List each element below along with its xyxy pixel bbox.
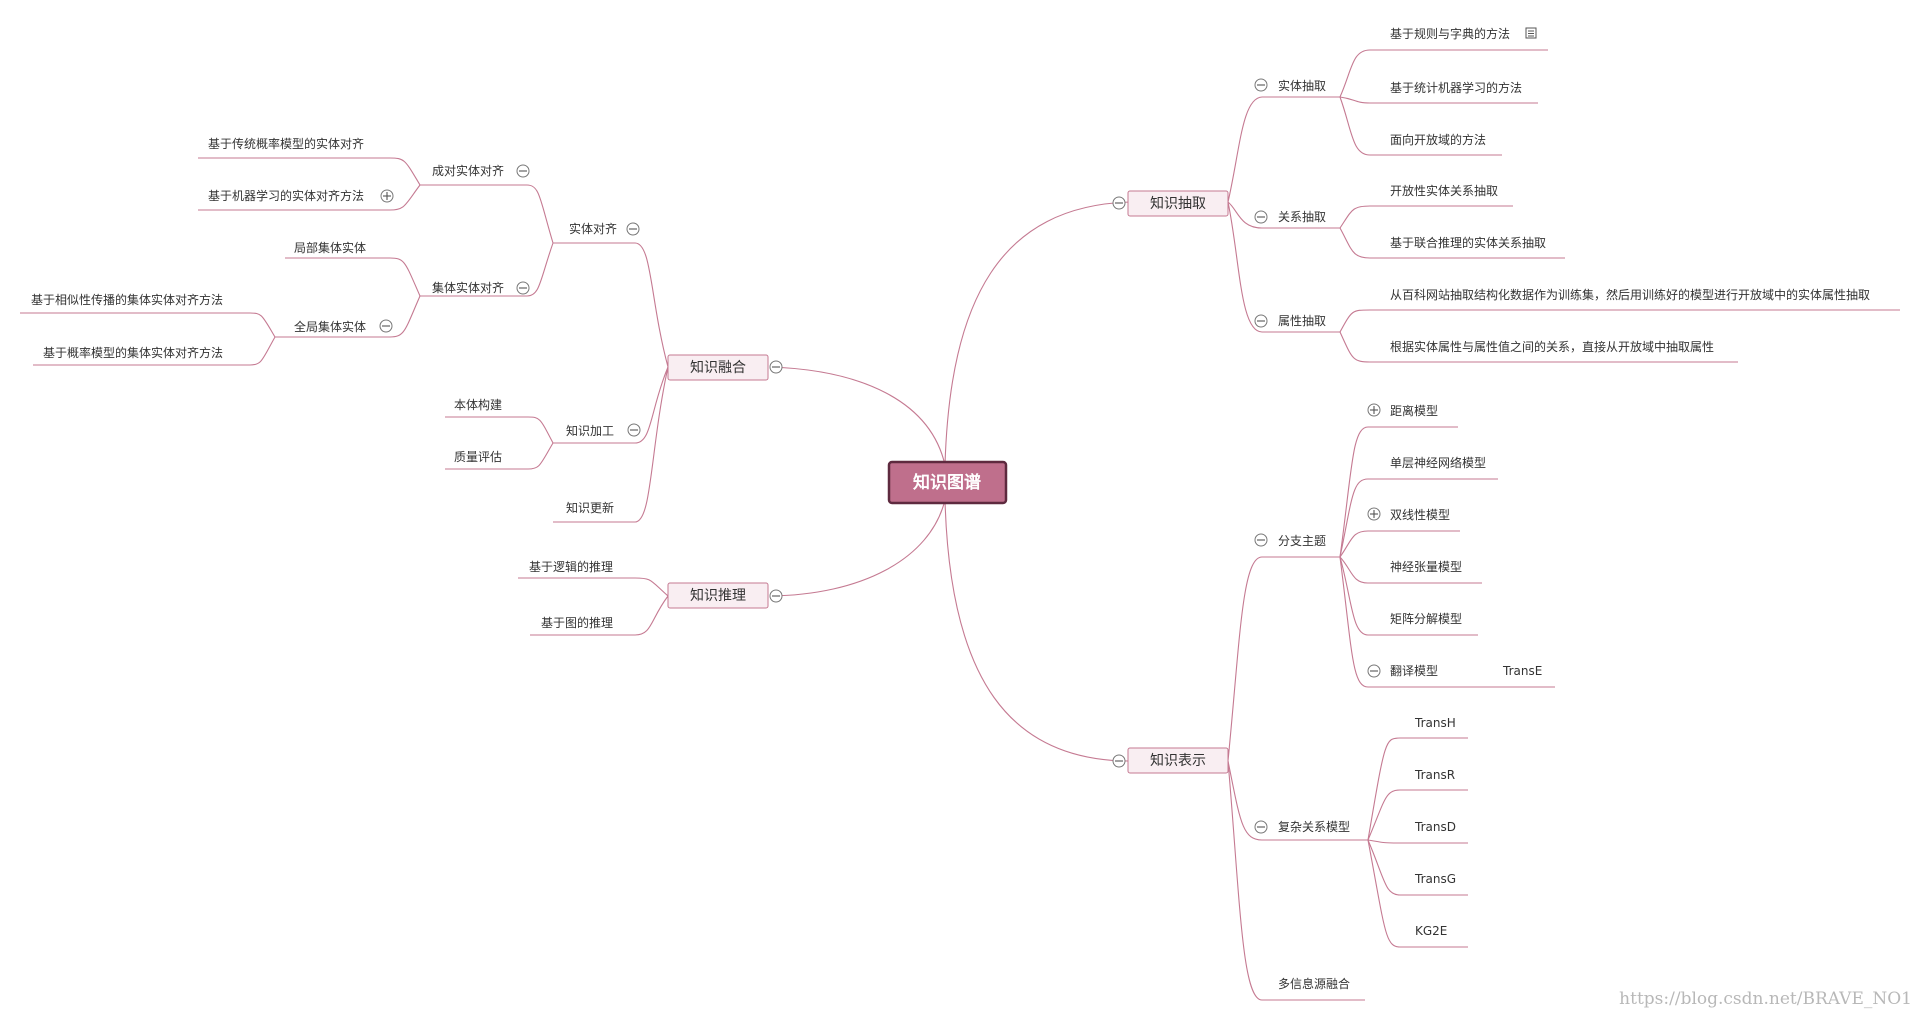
node-complex-relation[interactable]: 复杂关系模型: [1278, 820, 1350, 834]
node-neural-tensor[interactable]: 神经张量模型: [1390, 560, 1462, 574]
node-transh[interactable]: TransH: [1414, 716, 1456, 730]
node-open-domain[interactable]: 面向开放域的方法: [1390, 132, 1486, 147]
node-bilinear-model[interactable]: 双线性模型: [1390, 508, 1450, 522]
node-kg2e[interactable]: KG2E: [1415, 924, 1447, 938]
node-pairwise-alignment[interactable]: 成对实体对齐: [432, 163, 504, 178]
node-prob-model-alignment[interactable]: 基于传统概率模型的实体对齐: [208, 136, 364, 151]
node-ontology-construction[interactable]: 本体构建: [454, 397, 502, 412]
node-stat-ml[interactable]: 基于统计机器学习的方法: [1390, 80, 1522, 95]
edge-root-extraction: [944, 201, 1131, 466]
collapse-toggle-branch-topics[interactable]: [1254, 533, 1268, 547]
note-icon[interactable]: [1525, 27, 1537, 39]
node-matrix-factorization[interactable]: 矩阵分解模型: [1390, 612, 1462, 626]
root-node[interactable]: 知识图谱: [887, 460, 1008, 505]
node-collective-alignment[interactable]: 集体实体对齐: [432, 280, 504, 295]
node-attr-wiki[interactable]: 从百科网站抽取结构化数据作为训练集，然后用训练好的模型进行开放域中的实体属性抽取: [1390, 287, 1870, 302]
node-transd[interactable]: TransD: [1414, 820, 1456, 834]
node-attr-direct[interactable]: 根据实体属性与属性值之间的关系，直接从开放域中抽取属性: [1390, 339, 1714, 354]
collapse-toggle-fusion[interactable]: [769, 360, 783, 374]
node-joint-inference[interactable]: 基于联合推理的实体关系抽取: [1390, 235, 1546, 250]
node-prob-collective[interactable]: 基于概率模型的集体实体对齐方法: [43, 345, 223, 360]
node-single-layer-nn[interactable]: 单层神经网络模型: [1390, 455, 1486, 470]
collapse-toggle-pairwise-alignment[interactable]: [516, 164, 530, 178]
svg-text:知识融合: 知识融合: [690, 359, 746, 376]
collapse-toggle-complex-relation[interactable]: [1254, 820, 1268, 834]
collapse-toggle-relation-extraction[interactable]: [1254, 210, 1268, 224]
node-transe[interactable]: TransE: [1502, 664, 1542, 678]
expand-toggle-distance-model[interactable]: [1367, 403, 1381, 417]
node-transr[interactable]: TransR: [1414, 768, 1455, 782]
node-global-collective[interactable]: 全局集体实体: [294, 319, 366, 334]
svg-text:知识抽取: 知识抽取: [1150, 195, 1206, 212]
node-logic-reasoning[interactable]: 基于逻辑的推理: [529, 559, 613, 574]
topic-fusion[interactable]: 知识融合: [667, 354, 769, 381]
topic-extraction[interactable]: 知识抽取: [1127, 190, 1229, 217]
watermark-text: https://blog.csdn.net/BRAVE_NO1: [1619, 989, 1912, 1009]
collapse-toggle-extraction[interactable]: [1112, 196, 1126, 210]
node-local-collective[interactable]: 局部集体实体: [294, 240, 366, 255]
collapse-toggle-reasoning[interactable]: [769, 589, 783, 603]
node-quality-assessment[interactable]: 质量评估: [454, 450, 502, 464]
reasoning-edges: [518, 577, 669, 636]
collapse-toggle-knowledge-processing[interactable]: [627, 423, 641, 437]
node-translation-model[interactable]: 翻译模型: [1390, 664, 1438, 678]
reasoning-labels: 基于逻辑的推理 基于图的推理: [529, 559, 613, 630]
node-similarity-propagation[interactable]: 基于相似性传播的集体实体对齐方法: [31, 292, 223, 307]
extraction-edges: [1227, 49, 1900, 363]
node-branch-topics[interactable]: 分支主题: [1278, 534, 1326, 548]
fusion-labels: 实体对齐 知识加工 知识更新 成对实体对齐 集体实体对齐 基于传统概率模型的实体…: [31, 136, 617, 515]
expand-toggle-ml-alignment[interactable]: [380, 189, 394, 203]
node-knowledge-processing[interactable]: 知识加工: [566, 424, 614, 438]
root-label: 知识图谱: [912, 472, 981, 493]
root-edges: [769, 201, 1131, 762]
svg-text:知识表示: 知识表示: [1150, 752, 1206, 769]
svg-text:知识推理: 知识推理: [690, 587, 746, 604]
representation-edges: [1227, 426, 1555, 1001]
node-open-relation[interactable]: 开放性实体关系抽取: [1390, 183, 1498, 198]
collapse-toggle-translation-model[interactable]: [1367, 664, 1381, 678]
collapse-toggle-representation[interactable]: [1112, 754, 1126, 768]
node-entity-extraction[interactable]: 实体抽取: [1278, 78, 1326, 93]
collapse-toggle-attribute-extraction[interactable]: [1254, 314, 1268, 328]
node-relation-extraction[interactable]: 关系抽取: [1278, 210, 1326, 224]
fusion-edges: [20, 157, 669, 523]
node-attribute-extraction[interactable]: 属性抽取: [1278, 314, 1326, 328]
edge-root-reasoning: [769, 499, 946, 597]
topic-representation[interactable]: 知识表示: [1127, 747, 1229, 774]
node-entity-alignment[interactable]: 实体对齐: [569, 221, 617, 236]
representation-labels: 分支主题 复杂关系模型 多信息源融合 距离模型 单层神经网络模型 双线性模型 神…: [1278, 403, 1542, 991]
topic-reasoning[interactable]: 知识推理: [667, 582, 769, 609]
node-knowledge-update[interactable]: 知识更新: [566, 500, 614, 515]
node-ml-alignment[interactable]: 基于机器学习的实体对齐方法: [208, 188, 364, 203]
collapse-toggle-global-collective[interactable]: [379, 319, 393, 333]
collapse-toggle-collective-alignment[interactable]: [516, 281, 530, 295]
node-graph-reasoning[interactable]: 基于图的推理: [541, 615, 613, 630]
edge-root-representation: [944, 499, 1129, 762]
node-rule-dict[interactable]: 基于规则与字典的方法: [1390, 26, 1510, 41]
collapse-toggle-entity-alignment[interactable]: [626, 222, 640, 236]
extraction-labels: 实体抽取 关系抽取 属性抽取 基于规则与字典的方法 基于统计机器学习的方法 面向…: [1278, 26, 1870, 354]
edge-root-fusion: [769, 366, 946, 466]
collapse-toggle-entity-extraction[interactable]: [1254, 78, 1268, 92]
node-multisource[interactable]: 多信息源融合: [1278, 976, 1350, 991]
node-transg[interactable]: TransG: [1414, 872, 1456, 886]
expand-toggle-bilinear-model[interactable]: [1367, 507, 1381, 521]
node-distance-model[interactable]: 距离模型: [1390, 403, 1438, 418]
